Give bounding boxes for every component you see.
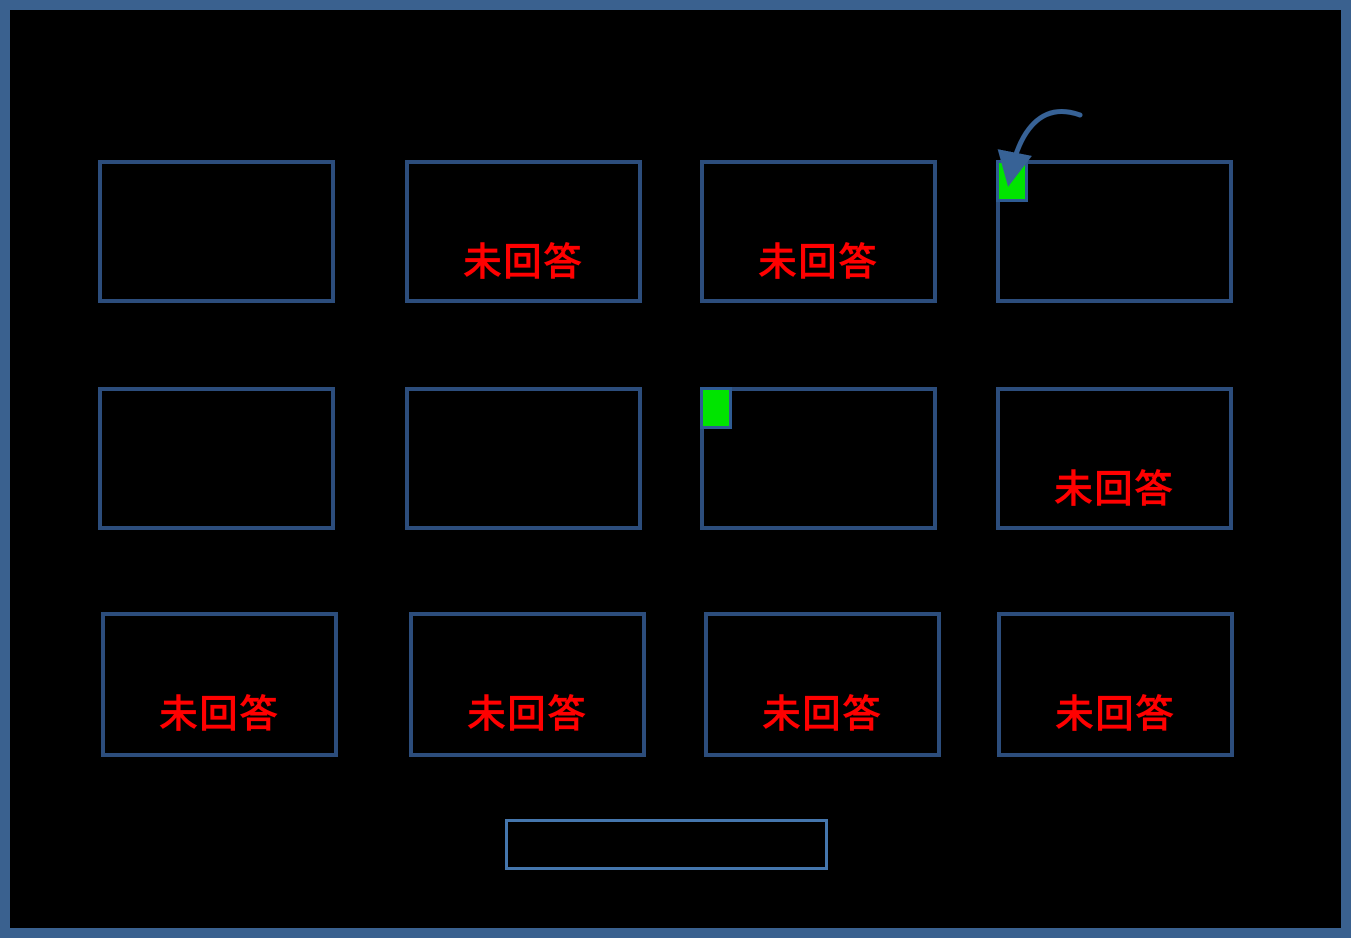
card-status-label: 未回答 — [1055, 694, 1176, 736]
card-status-label: 未回答 — [1054, 469, 1175, 511]
card-status-label: 未回答 — [758, 242, 879, 284]
quiz-card-1[interactable] — [98, 160, 335, 303]
quiz-card-8[interactable]: 未回答 — [996, 387, 1233, 530]
card-status-label: 未回答 — [762, 694, 883, 736]
card-status-label: 未回答 — [467, 694, 588, 736]
quiz-card-4[interactable] — [996, 160, 1233, 303]
quiz-card-5[interactable] — [98, 387, 335, 530]
answered-marker-icon — [700, 387, 732, 429]
quiz-card-12[interactable]: 未回答 — [997, 612, 1234, 757]
quiz-card-6[interactable] — [405, 387, 642, 530]
footer-button[interactable] — [505, 819, 828, 870]
card-status-label: 未回答 — [159, 694, 280, 736]
quiz-card-3[interactable]: 未回答 — [700, 160, 937, 303]
quiz-card-10[interactable]: 未回答 — [409, 612, 646, 757]
quiz-card-7[interactable] — [700, 387, 937, 530]
quiz-card-11[interactable]: 未回答 — [704, 612, 941, 757]
answered-marker-icon — [996, 160, 1028, 202]
quiz-card-2[interactable]: 未回答 — [405, 160, 642, 303]
card-status-label: 未回答 — [463, 242, 584, 284]
quiz-card-9[interactable]: 未回答 — [101, 612, 338, 757]
